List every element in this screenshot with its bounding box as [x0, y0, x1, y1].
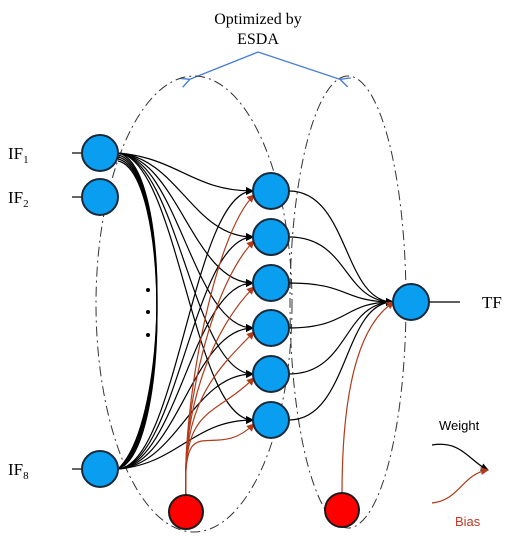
hidden-node-4: [252, 309, 290, 347]
input-hidden-weights: [117, 152, 254, 470]
weight-in1-h6: [117, 152, 254, 424]
arrow-to-hidden-weights: [188, 51, 259, 80]
weight-h5-out: [288, 298, 394, 375]
dot-3: [146, 333, 150, 337]
input-node-8: [81, 450, 119, 488]
bias-weight-h6: [185, 423, 255, 496]
bias-weight-h3: [185, 286, 255, 496]
hidden-node-3: [252, 264, 290, 302]
weight-in1-h2: [117, 152, 254, 241]
hidden-bias-node: [168, 494, 204, 530]
weight-bundle-3: [117, 156, 158, 470]
legend: Weight Bias: [431, 418, 489, 529]
input-node-2: [81, 178, 119, 216]
weight-in1-h1: [117, 152, 254, 195]
dot-2: [146, 310, 150, 314]
ellipsis-dots: [146, 288, 150, 337]
input-label-1: IF1: [8, 144, 29, 166]
hidden-node-5: [252, 355, 290, 393]
weight-in1-h5: [117, 152, 254, 378]
legend-weight-label: Weight: [439, 418, 480, 433]
hidden-output-weights: [288, 190, 394, 421]
weight-bundle-2: [117, 154, 158, 470]
weight-h4-out: [288, 298, 394, 329]
weight-in8-h2: [117, 233, 254, 470]
arrow-to-output-weights: [257, 51, 342, 80]
weight-in1-h3: [117, 152, 254, 287]
input-label-8: IF8: [8, 460, 29, 482]
weight-bundle-1: [117, 152, 158, 470]
weight-h3-out: [288, 282, 394, 306]
output-label: TF: [482, 293, 502, 312]
weight-in8-h4: [117, 324, 254, 470]
weight-in8-h1: [117, 187, 254, 470]
weight-bundle-4: [117, 158, 158, 470]
hidden-bias-weights: [185, 194, 255, 496]
output-node: [392, 283, 430, 321]
legend-bias-line: [431, 467, 489, 504]
weight-in1-h4: [117, 152, 254, 332]
weight-in8-h3: [117, 279, 254, 470]
input-label-2: IF2: [8, 188, 29, 210]
weight-in8-h5: [117, 370, 254, 470]
hidden-node-1: [252, 172, 290, 210]
hidden-layer-ellipse: [95, 75, 293, 533]
hidden-node-6: [252, 401, 290, 439]
input-node-1: [81, 134, 119, 172]
weight-h6-out: [288, 298, 394, 421]
title-line-1: Optimized by: [214, 11, 302, 28]
legend-bias-label: Bias: [455, 514, 481, 529]
bias-weight-h4: [185, 331, 255, 496]
hidden-layer-nodes: [252, 172, 290, 439]
hidden-node-2: [252, 218, 290, 256]
weight-h1-out: [288, 190, 394, 306]
legend-weight-line: [431, 443, 489, 471]
weight-h2-out: [288, 236, 394, 306]
bias-weight-h1: [185, 194, 255, 496]
output-bias-weight: [341, 301, 395, 495]
output-bias-node: [324, 492, 360, 528]
optimization-arrows: [188, 51, 342, 80]
weight-in8-h6: [117, 416, 254, 470]
title-line-2: ESDA: [237, 31, 279, 48]
dot-1: [146, 288, 150, 292]
weight-bundle-5: [117, 160, 158, 470]
